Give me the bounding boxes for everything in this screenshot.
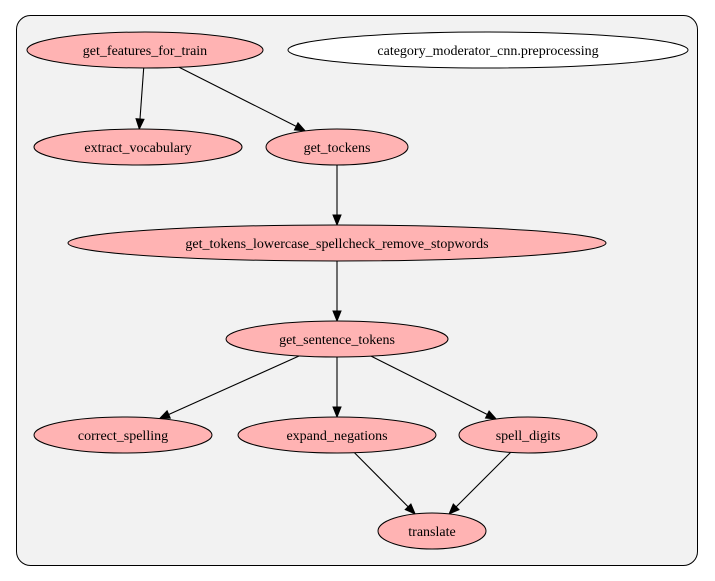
node-label: get_features_for_train (83, 44, 207, 59)
node-label: extract_vocabulary (84, 141, 191, 156)
node-translate: translate (377, 512, 487, 550)
node-ellipse (287, 31, 689, 69)
node-label: expand_negations (286, 429, 387, 444)
node-expand-negations: expand_negations (237, 416, 437, 454)
node-ellipse (26, 31, 264, 69)
node-spell-digits: spell_digits (458, 416, 598, 454)
node-label: get_sentence_tokens (279, 333, 395, 348)
edge-line (139, 67, 145, 120)
edge-expand_negations-to-translate (354, 452, 417, 515)
edge-get_sentence_tokens-to-expand_negations (332, 357, 342, 419)
node-get-features-for-train: get_features_for_train (26, 31, 264, 69)
edge-get_features_for_train-to-extract_vocabulary (135, 67, 145, 131)
arrowhead-icon (332, 310, 342, 323)
arrowhead-icon (484, 410, 498, 420)
arrowhead-icon (135, 118, 145, 131)
node-label: category_moderator_cnn.preprocessing (377, 44, 598, 59)
node-ellipse (458, 416, 598, 454)
node-ellipse (225, 320, 449, 358)
node-label: get_tokens_lowercase_spellcheck_remove_s… (185, 237, 488, 252)
arrowhead-icon (404, 503, 417, 515)
module-cluster-box (16, 15, 698, 566)
node-ellipse (265, 128, 409, 166)
edge-get_features_for_train-to-get_tockens (178, 66, 307, 132)
edge-get_sentence_tokens-to-correct_spelling (158, 355, 300, 420)
arrowhead-icon (332, 406, 342, 419)
arrowhead-icon (332, 214, 342, 227)
node-ellipse (33, 128, 243, 166)
node-extract-vocabulary: extract_vocabulary (33, 128, 243, 166)
edge-line (178, 66, 297, 127)
edge-line (354, 452, 409, 508)
node-ellipse (377, 512, 487, 550)
nodes-layer: get_features_for_train category_moderator… (26, 31, 689, 550)
node-ellipse (33, 416, 213, 454)
edge-get_tokens_lowercase-to-get_sentence_tokens (332, 261, 342, 323)
node-ellipse (237, 416, 437, 454)
node-label: correct_spelling (78, 429, 168, 444)
arrowhead-icon (448, 503, 460, 515)
edges-layer (135, 66, 511, 515)
node-ellipse (67, 224, 607, 262)
node-get-tockens: get_tockens (265, 128, 409, 166)
edge-line (168, 355, 300, 416)
edge-spell_digits-to-translate (448, 452, 511, 515)
edge-line (370, 355, 488, 415)
edge-get_tockens-to-get_tokens_lowercase (332, 165, 342, 227)
node-label: get_tockens (304, 141, 371, 156)
node-label: spell_digits (496, 429, 561, 444)
node-module: category_moderator_cnn.preprocessing (287, 31, 689, 69)
node-get-sentence-tokens: get_sentence_tokens (225, 320, 449, 358)
arrowhead-icon (293, 121, 307, 132)
arrowhead-icon (158, 409, 172, 420)
node-correct-spelling: correct_spelling (33, 416, 213, 454)
edge-line (455, 452, 511, 508)
node-label: translate (408, 525, 455, 540)
edge-get_sentence_tokens-to-spell_digits (370, 355, 498, 420)
node-get-tokens-lowercase: get_tokens_lowercase_spellcheck_remove_s… (67, 224, 607, 262)
